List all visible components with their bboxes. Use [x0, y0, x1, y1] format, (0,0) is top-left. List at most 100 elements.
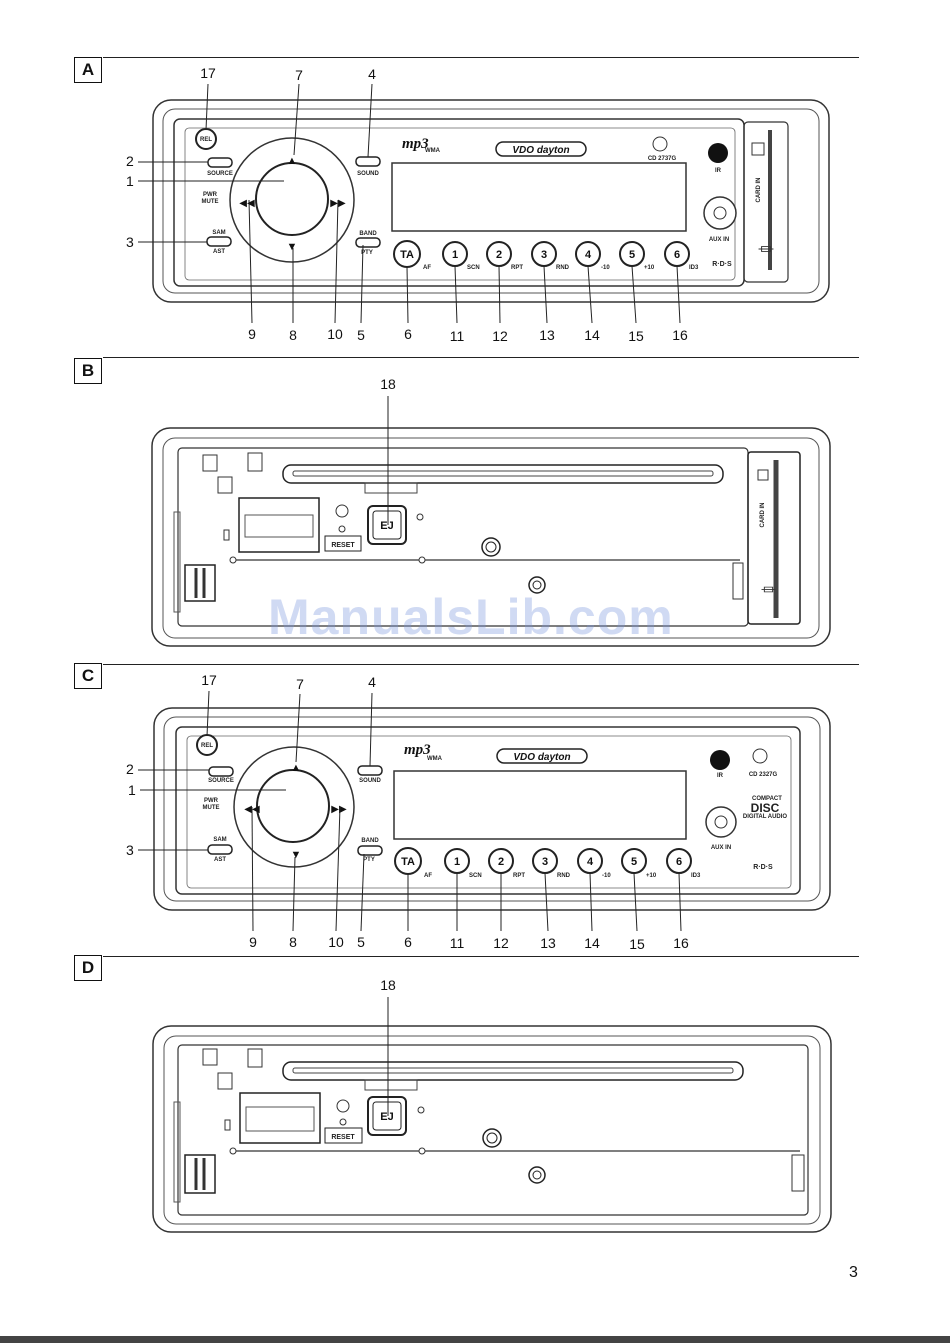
bottom-scan-edge	[0, 1336, 950, 1343]
svg-text:WMA: WMA	[427, 756, 443, 762]
callout-13: 13	[540, 935, 556, 951]
svg-text:▲: ▲	[291, 762, 302, 774]
compact-disc-label: COMPACT	[752, 796, 782, 802]
af-label: AF	[423, 265, 431, 271]
mp3-badge-icon	[652, 136, 668, 152]
faceplate-inner	[184, 127, 736, 281]
callout-8: 8	[289, 327, 297, 343]
card-in-label: CARD IN	[756, 178, 762, 203]
cd-slot	[282, 464, 724, 484]
preset-buttons-c: 1 SCN 2 RPT 3 RND 4 -10 5 +10 6 ID3	[444, 848, 701, 879]
svg-text:6: 6	[674, 249, 680, 261]
navigation-ring	[229, 137, 355, 263]
ir-label: IR	[715, 168, 722, 174]
wma-label: WMA	[425, 148, 441, 154]
eject-label: EJ	[380, 520, 393, 532]
rewind-icon: ◀◀	[239, 198, 255, 209]
svg-text:SOUND: SOUND	[359, 778, 381, 784]
svg-text:SOURCE: SOURCE	[208, 778, 234, 784]
svg-text:EJ: EJ	[380, 1111, 393, 1123]
svg-text:+10: +10	[646, 873, 657, 879]
callout-14: 14	[584, 327, 600, 343]
eject-button	[367, 1096, 407, 1136]
callout-5: 5	[357, 934, 365, 950]
rel-label: REL	[200, 137, 212, 143]
callout-7: 7	[295, 67, 303, 83]
sound-button	[355, 156, 381, 167]
card-module	[747, 451, 801, 625]
display-window	[393, 770, 687, 840]
svg-text:▶▶: ▶▶	[331, 804, 347, 815]
watermark: ManualsLib.com	[268, 589, 674, 645]
volume-knob	[255, 162, 329, 236]
section-a-rule	[103, 57, 859, 58]
svg-text:TA: TA	[401, 856, 415, 868]
reset-label: RESET	[331, 542, 355, 549]
sound-label: SOUND	[357, 171, 379, 177]
callout-12: 12	[492, 328, 508, 344]
pty-label: PTY	[361, 250, 373, 256]
svg-text:3: 3	[541, 249, 547, 261]
svg-text:-10: -10	[601, 265, 610, 271]
sam-button	[207, 844, 233, 855]
callout-6: 6	[404, 934, 412, 950]
svg-text:3: 3	[542, 856, 548, 868]
svg-text:RPT: RPT	[511, 265, 523, 271]
section-c-label: C	[74, 663, 102, 689]
brand-logo: VDO dayton	[512, 145, 569, 156]
brand-badge	[495, 141, 587, 157]
svg-text:R·D·S: R·D·S	[753, 864, 773, 871]
housing-inner	[162, 108, 820, 294]
aux-in-jack	[703, 196, 737, 230]
callout-14: 14	[584, 935, 600, 951]
display-window	[391, 162, 687, 232]
mp3-logo: mp3	[402, 136, 429, 152]
callout-12: 12	[493, 935, 509, 951]
callout-3: 3	[126, 234, 134, 250]
svg-text:+10: +10	[644, 265, 655, 271]
callout-15: 15	[629, 936, 645, 952]
aux-in-label: AUX IN	[709, 237, 729, 243]
svg-text:4: 4	[585, 249, 592, 261]
leader-lines-c	[138, 690, 682, 932]
svg-text:1: 1	[452, 249, 458, 261]
housing-outer	[152, 99, 830, 303]
callout-2: 2	[126, 153, 134, 169]
inner-card-in-label: CARD IN	[760, 503, 766, 528]
section-a: A 17 7 4 2 1 3 9 8 10 5 6 11 12 13 14 15…	[0, 0, 950, 350]
callout-7: 7	[296, 676, 304, 692]
svg-text:2: 2	[498, 856, 504, 868]
reset-button	[324, 535, 362, 552]
ir-sensor	[710, 750, 730, 770]
callout-1: 1	[126, 173, 134, 189]
svg-text:AST: AST	[214, 857, 226, 863]
callout-15: 15	[628, 328, 644, 344]
callout-5: 5	[357, 327, 365, 343]
callout-1: 1	[128, 782, 136, 798]
mute-label: MUTE	[202, 199, 219, 205]
up-arrow-icon: ▲	[287, 155, 298, 167]
svg-text:REL: REL	[201, 743, 213, 749]
reset-button	[324, 1127, 363, 1144]
callout-10: 10	[328, 934, 344, 950]
svg-text:AUX IN: AUX IN	[711, 845, 731, 851]
section-b: B 18 RESET EJ	[0, 350, 950, 660]
sam-button	[206, 236, 232, 247]
callout-4: 4	[368, 66, 376, 82]
sound-button	[357, 765, 383, 776]
source-button	[208, 766, 234, 777]
svg-text:DIGITAL AUDIO: DIGITAL AUDIO	[743, 814, 788, 820]
band-button	[357, 845, 383, 856]
svg-text:5: 5	[629, 249, 635, 261]
svg-text:ID3: ID3	[689, 265, 699, 271]
preset-buttons-a: 1 SCN 2 RPT 3 RND 4 -10 5 +10 6 ID3	[442, 241, 699, 271]
rds-label: R·D·S	[712, 261, 732, 268]
card-icon	[751, 142, 765, 156]
connector-block	[238, 497, 320, 553]
callout-18: 18	[380, 977, 396, 993]
callout-11: 11	[449, 328, 465, 344]
svg-text:PTY: PTY	[363, 857, 375, 863]
callout-4: 4	[368, 674, 376, 690]
section-b-label: B	[74, 358, 102, 384]
callout-18: 18	[380, 376, 396, 392]
